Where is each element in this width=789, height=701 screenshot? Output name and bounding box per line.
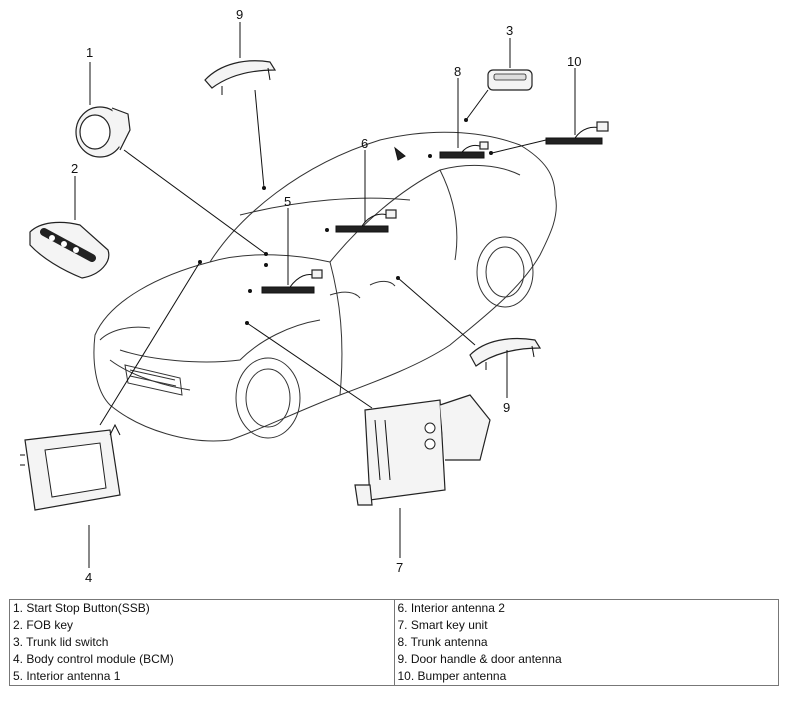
legend-item-2: 2. FOB key [9,617,395,634]
callout-7: 7 [396,560,403,575]
trunk-antenna [439,141,489,159]
callout-4: 4 [85,570,92,585]
legend-row: 2. FOB key 7. Smart key unit [9,617,779,634]
callout-9-bottom: 9 [503,400,510,415]
start-stop-button [75,106,131,158]
car-illustration [93,131,557,442]
callout-8: 8 [454,64,461,79]
trunk-lid-switch [487,69,533,91]
legend-item-8: 8. Trunk antenna [393,634,779,651]
legend-item-7: 7. Smart key unit [393,617,779,634]
callout-numbers: 1 2 3 4 5 6 7 8 9 9 10 [71,7,581,585]
legend-row: 1. Start Stop Button(SSB) 6. Interior an… [9,599,779,617]
parts-legend-table: 1. Start Stop Button(SSB) 6. Interior an… [9,599,779,686]
legend-item-9: 9. Door handle & door antenna [393,651,779,668]
smart-key-system-diagram: 1 2 3 4 5 6 7 8 9 9 10 [20,7,609,585]
body-control-module [20,423,121,511]
legend-item-5: 5. Interior antenna 1 [9,668,395,686]
interior-antenna-2 [335,209,397,233]
connection-dots [198,118,493,325]
leader-lines [74,22,576,568]
door-handle-antenna-top [204,60,277,95]
interior-antenna-1 [261,269,323,294]
callout-2: 2 [71,161,78,176]
legend-item-6: 6. Interior antenna 2 [393,599,779,617]
callout-6: 6 [361,136,368,151]
callout-5: 5 [284,194,291,209]
callout-10: 10 [567,54,581,69]
bumper-antenna [545,121,609,145]
callout-9-top: 9 [236,7,243,22]
legend-item-1: 1. Start Stop Button(SSB) [9,599,395,617]
legend-item-4: 4. Body control module (BCM) [9,651,395,668]
callout-1: 1 [86,45,93,60]
callout-3: 3 [506,23,513,38]
door-handle-antenna-bottom [469,337,542,370]
legend-row: 3. Trunk lid switch 8. Trunk antenna [9,634,779,651]
legend-item-10: 10. Bumper antenna [393,668,779,686]
legend-row: 4. Body control module (BCM) 9. Door han… [9,651,779,668]
fob-key [29,221,110,279]
legend-row: 5. Interior antenna 1 10. Bumper antenna [9,668,779,686]
legend-item-3: 3. Trunk lid switch [9,634,395,651]
smart-key-unit [354,394,491,506]
